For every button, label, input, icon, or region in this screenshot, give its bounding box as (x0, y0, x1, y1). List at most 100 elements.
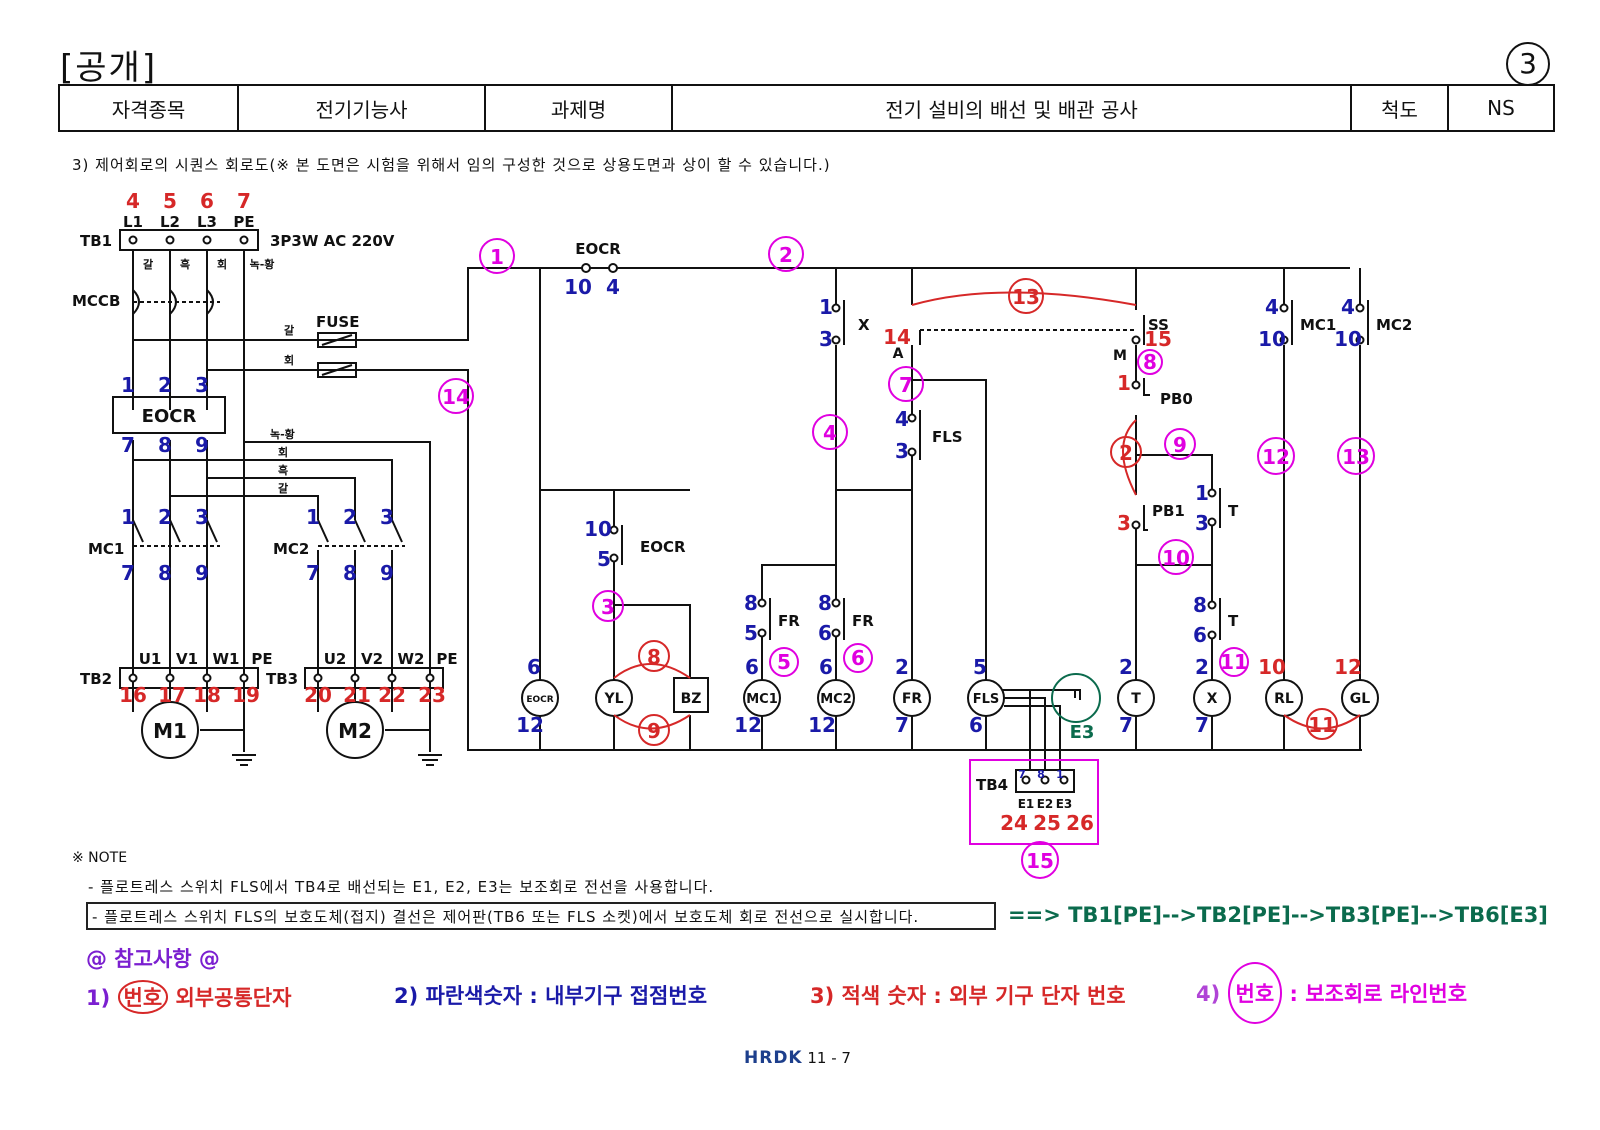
tb4-small-1: 1 (1056, 768, 1064, 781)
load-yl: YL (603, 691, 623, 707)
load-mc2-bottom: 12 (808, 713, 836, 737)
eocr-bottom-1: 7 (121, 433, 135, 457)
load-fr-top: 2 (895, 655, 909, 679)
load-mc2: MC2 (820, 692, 852, 707)
tb4-small-7: 7 (1018, 768, 1026, 781)
legend-4-text: : 보조회로 라인번호 (1289, 982, 1468, 1006)
tb2-num-2: 17 (158, 683, 186, 707)
bus-label-4: 갈 (278, 481, 288, 495)
tb4-name-e2: E2 (1037, 797, 1054, 811)
line-no-4: 4 (823, 421, 837, 445)
pb0-label: PB0 (1160, 390, 1193, 408)
supply-label: 3P3W AC 220V (270, 232, 395, 250)
line-no-9: 9 (1173, 433, 1187, 457)
legend-item-4: 4) 번호 : 보조회로 라인번호 (1196, 962, 1467, 1024)
header-cell-scale-value: NS (1447, 84, 1555, 132)
line-no-13: 13 (1342, 445, 1370, 469)
header-table: 자격종목 전기기능사 과제명 전기 설비의 배선 및 배관 공사 척도 NS (58, 84, 1555, 132)
load-bz: BZ (681, 691, 702, 707)
load-x-bottom: 7 (1195, 713, 1209, 737)
note-heading: ※ NOTE (72, 850, 128, 866)
mc1-aux-label: MC1 (1300, 316, 1336, 334)
tb2-name-w1: W1 (213, 650, 240, 668)
x-contact-num-3: 3 (819, 327, 833, 351)
fls-contact-num-3: 3 (895, 439, 909, 463)
motor-m1: M1 (153, 719, 187, 743)
eocr-b-label: EOCR (640, 538, 686, 556)
tb1-num-l1: 4 (126, 189, 140, 213)
diagram-caption: 3) 제어회로의 시퀀스 회로도(※ 본 도면은 시험을 위해서 임의 구성한 … (72, 156, 831, 174)
legend-4-num: 4) (1196, 982, 1221, 1006)
tb4-label: TB4 (976, 776, 1008, 794)
tb3-name-u2: U2 (324, 650, 347, 668)
mc1-top-3: 3 (195, 505, 209, 529)
load-eocr: EOCR (526, 695, 553, 705)
mc2-aux-label: MC2 (1376, 316, 1412, 334)
line-no-8: 8 (1143, 350, 1157, 374)
mc2-bottom-2: 8 (343, 561, 357, 585)
note-line-1: - 플로트레스 스위치 FLS에서 TB4로 배선되는 E1, E2, E3는 … (88, 878, 715, 896)
mc2-top-3: 3 (380, 505, 394, 529)
header-cell-qualification-value: 전기기능사 (237, 84, 486, 132)
load-mc1-bottom: 12 (734, 713, 762, 737)
tb2-name-pe: PE (251, 650, 272, 668)
load-fls-bottom: 6 (969, 713, 983, 737)
load-eocr-top: 6 (527, 655, 541, 679)
wire-color-4: 녹-황 (250, 257, 275, 271)
tb2-name-u1: U1 (139, 650, 162, 668)
fls-contact-num-4: 4 (895, 407, 909, 431)
tb1-num-l2: 5 (163, 189, 177, 213)
wire-color-1: 갈 (143, 257, 153, 271)
note-line-2: - 플로트레스 스위치 FLS의 보호도체(접지) 결선은 제어판(TB6 또는… (86, 902, 996, 930)
mc1-bottom-2: 8 (158, 561, 172, 585)
fuse-wire-top: 갈 (284, 323, 294, 337)
line-no-15: 15 (1026, 849, 1054, 873)
load-t-top: 2 (1119, 655, 1133, 679)
x-contact-num-1: 1 (819, 295, 833, 319)
eocr-bottom-3: 9 (195, 433, 209, 457)
tb4-small-8: 8 (1037, 768, 1045, 781)
legend-1-num: 1) (86, 986, 111, 1010)
tb2-num-4: 19 (232, 683, 260, 707)
load-t-bottom: 7 (1119, 713, 1133, 737)
header-cell-scale: 척도 (1350, 84, 1449, 132)
fls-contact-label: FLS (932, 428, 963, 446)
x-contact-label: X (858, 316, 870, 334)
legend-1-ring: 번호 (117, 980, 169, 1014)
t2-num-6: 6 (1193, 623, 1207, 647)
eocr-contact-label: EOCR (575, 240, 621, 258)
mc1-aux-num-10: 10 (1258, 327, 1286, 351)
tb1-num-pe: 7 (237, 189, 251, 213)
common-no-8: 8 (647, 645, 661, 669)
motor-m2: M2 (338, 719, 372, 743)
fr1-num-8: 8 (744, 591, 758, 615)
tb2-num-3: 18 (193, 683, 221, 707)
ss-pos-m: M (1113, 348, 1127, 364)
header-cell-task-value: 전기 설비의 배선 및 배관 공사 (671, 84, 1352, 132)
line-no-6: 6 (851, 646, 865, 670)
pb1-num: 3 (1117, 511, 1131, 535)
e3-ground-label: E3 (1070, 722, 1095, 743)
tb2-num-1: 16 (119, 683, 147, 707)
eocr-bottom-2: 8 (158, 433, 172, 457)
mc2-top-2: 2 (343, 505, 357, 529)
header-cell-task: 과제명 (484, 84, 673, 132)
page-title: [공개] (60, 48, 158, 88)
line-no-10: 10 (1162, 546, 1190, 570)
bus-label-3: 흑 (278, 463, 288, 477)
line-no-1: 1 (490, 245, 504, 269)
fuse-wire-bottom: 회 (284, 353, 294, 367)
load-t: T (1131, 691, 1141, 707)
hrdk-logo: HRDK (744, 1048, 803, 1068)
ss-label: SS (1148, 316, 1169, 334)
common-no-9: 9 (647, 719, 661, 743)
fr2-num-6: 6 (818, 621, 832, 645)
tb1-terminal-block (119, 229, 259, 251)
fuse-label: FUSE (316, 313, 359, 331)
load-mc1-top: 6 (745, 655, 759, 679)
note-line-2-tail: ==> TB1[PE]-->TB2[PE]-->TB3[PE]-->TB6[E3… (1008, 903, 1548, 927)
ss-pos-a: A (893, 346, 904, 362)
tb3-num-3: 22 (378, 683, 406, 707)
legend-4-ring: 번호 (1227, 962, 1283, 1024)
mc2-bottom-3: 9 (380, 561, 394, 585)
